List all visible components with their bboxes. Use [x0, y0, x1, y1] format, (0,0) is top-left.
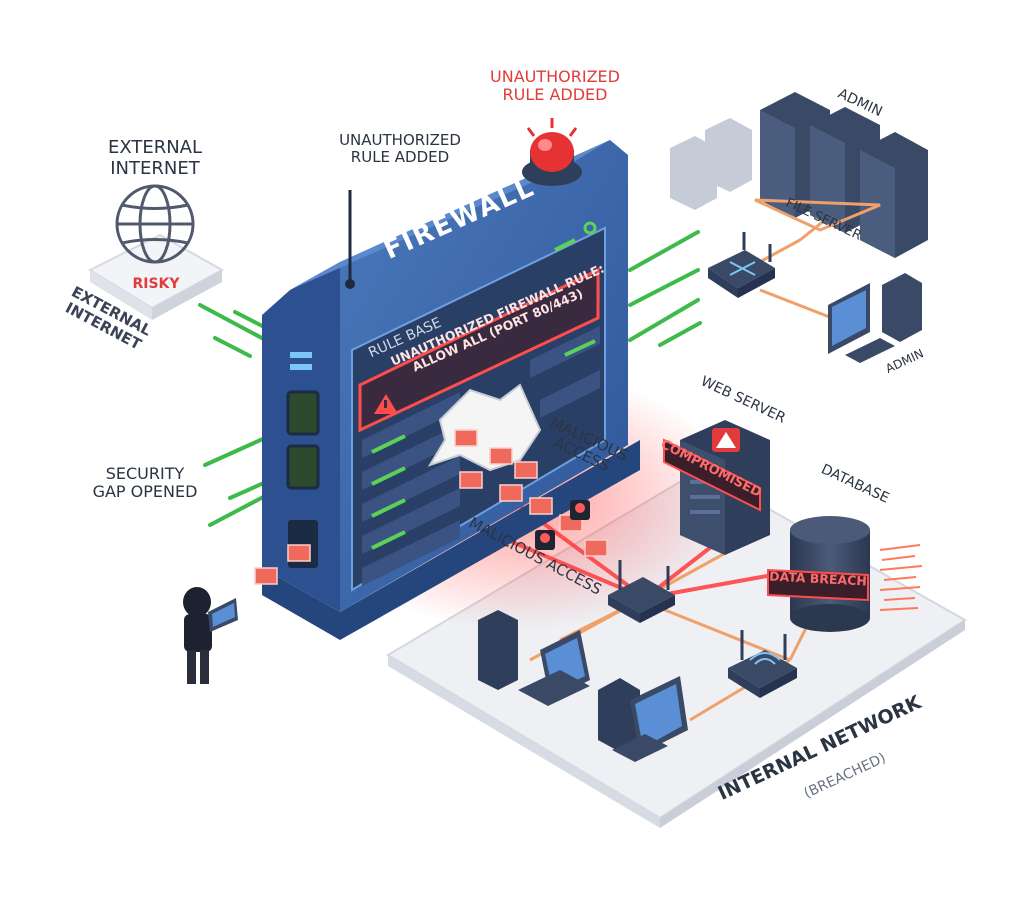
security-gap-line-2: GAP OPENED	[92, 482, 198, 502]
alert-firewall-label: UNAUTHORIZED RULE ADDED	[315, 131, 485, 167]
external-internet-line-1: EXTERNAL	[107, 137, 203, 158]
alert-top-line-1: UNAUTHORIZED	[490, 67, 620, 86]
external-internet-label: EXTERNAL INTERNET	[85, 137, 225, 179]
rule-alert-banner	[358, 267, 600, 433]
router-icon	[608, 560, 675, 623]
globe-icon	[115, 184, 195, 264]
wifi-icon	[728, 630, 797, 698]
security-gap-label: SECURITY GAP OPENED	[85, 464, 205, 502]
malicious-packets	[254, 429, 608, 585]
warning-icon	[374, 394, 398, 414]
admin-workstation	[828, 273, 922, 363]
alarm-light-icon	[522, 118, 582, 186]
external-internet-line-2: INTERNET	[110, 157, 200, 179]
hacker-icon	[183, 587, 238, 684]
warning-icon	[712, 428, 740, 452]
skull-icon	[535, 500, 590, 550]
internal-workstations	[478, 610, 688, 762]
alert-firewall-line-2: RULE ADDED	[350, 148, 450, 167]
web-server	[663, 420, 770, 555]
alert-firewall-line-1: UNAUTHORIZED	[339, 131, 461, 149]
file-server-rack	[670, 92, 928, 258]
alert-top-line-2: RULE ADDED	[502, 85, 608, 105]
external-internet-node	[87, 184, 225, 320]
alert-top-label: UNAUTHORIZED RULE ADDED	[470, 67, 640, 105]
database	[767, 516, 923, 632]
security-gap-line-1: SECURITY	[105, 464, 185, 483]
risky-badge: RISKY	[132, 276, 180, 292]
router-icon	[708, 232, 775, 298]
